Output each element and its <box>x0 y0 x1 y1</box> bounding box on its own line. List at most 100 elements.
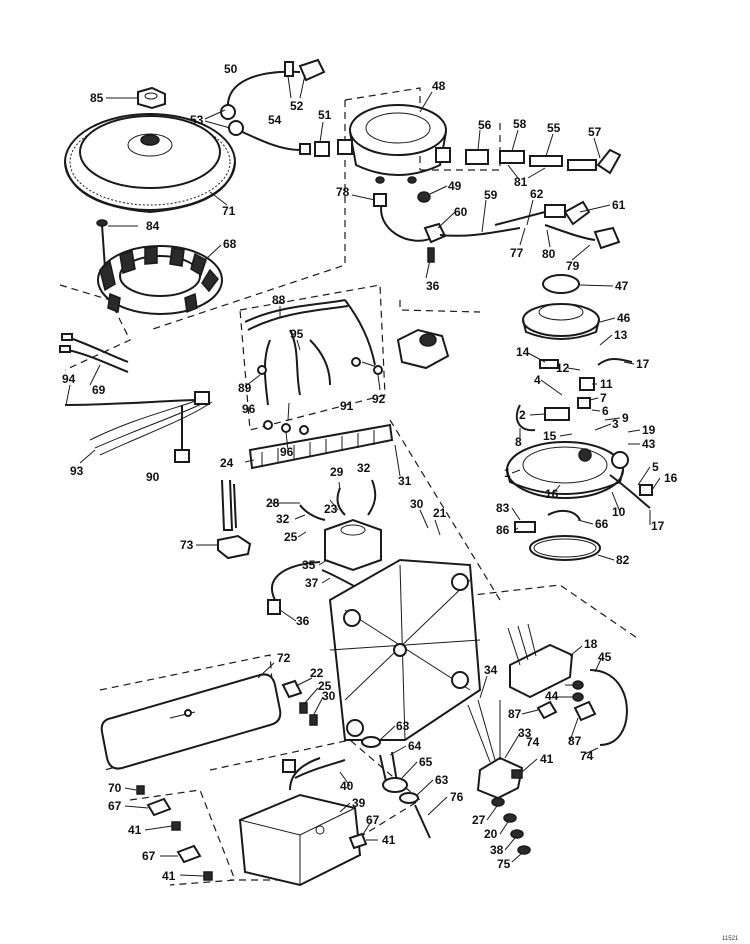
lead-bundle <box>244 299 383 435</box>
callout-16b: 16 <box>545 487 559 501</box>
callout-88: 88 <box>272 293 286 307</box>
callout-72: 72 <box>277 651 291 665</box>
protective-cover <box>100 673 282 770</box>
callout-80: 80 <box>542 247 556 261</box>
callout-30: 30 <box>410 497 424 511</box>
callout-9: 9 <box>622 411 629 425</box>
callout-63: 63 <box>396 719 410 733</box>
callout-6: 6 <box>602 404 609 418</box>
switch-box <box>507 623 628 746</box>
callout-53: 53 <box>190 113 204 127</box>
callout-96b: 96 <box>280 445 294 459</box>
callout-56: 56 <box>478 118 492 132</box>
callout-46: 46 <box>617 311 631 325</box>
plug-lead-lower <box>228 120 330 157</box>
callout-34: 34 <box>484 663 498 677</box>
callout-49: 49 <box>448 179 462 193</box>
callout-32b: 32 <box>276 512 290 526</box>
callout-59: 59 <box>484 188 498 202</box>
callout-33: 33 <box>518 726 532 740</box>
callout-30b: 30 <box>322 689 336 703</box>
spark-plug-lead-73 <box>217 479 252 560</box>
callout-74b: 74 <box>580 749 594 763</box>
callout-67: 67 <box>108 799 122 813</box>
callout-71: 71 <box>222 204 236 218</box>
distributor-housing <box>337 104 451 184</box>
callout-67c: 67 <box>366 813 380 827</box>
callout-74: 74 <box>526 735 540 749</box>
callout-29: 29 <box>330 465 344 479</box>
callout-73: 73 <box>180 538 194 552</box>
spark-plug-boot-set-upper <box>465 148 622 175</box>
callout-83: 83 <box>496 501 510 515</box>
callout-12: 12 <box>556 361 570 375</box>
callout-13: 13 <box>614 328 628 342</box>
callout-18: 18 <box>584 637 598 651</box>
callout-8: 8 <box>515 435 522 449</box>
corner-code: 11521 <box>722 936 739 942</box>
callout-89: 89 <box>238 381 252 395</box>
callout-95: 95 <box>290 327 304 341</box>
callout-96: 96 <box>242 402 256 416</box>
callout-90: 90 <box>146 470 160 484</box>
callout-64: 64 <box>408 739 422 753</box>
stator-leads <box>59 333 129 373</box>
callout-85: 85 <box>90 91 104 105</box>
callout-47: 47 <box>615 279 629 293</box>
callout-4: 4 <box>534 373 541 387</box>
callout-25b: 25 <box>318 679 332 693</box>
callout-52: 52 <box>290 99 304 113</box>
callout-25: 25 <box>284 530 298 544</box>
ignition-coil <box>299 479 382 572</box>
callout-67b: 67 <box>142 849 156 863</box>
callout-54: 54 <box>268 113 282 127</box>
callout-1: 1 <box>504 466 511 480</box>
callout-35: 35 <box>302 558 316 572</box>
callout-93: 93 <box>70 464 84 478</box>
callout-41: 41 <box>128 823 142 837</box>
callout-41c: 41 <box>382 833 396 847</box>
timer-base <box>506 358 653 509</box>
callout-48: 48 <box>432 79 446 93</box>
callout-55: 55 <box>547 121 561 135</box>
callout-38: 38 <box>490 843 504 857</box>
callout-62: 62 <box>530 187 544 201</box>
callout-75: 75 <box>497 857 511 871</box>
washer-stack <box>491 797 531 855</box>
callout-32: 32 <box>357 461 371 475</box>
callout-11: 11 <box>600 377 613 391</box>
callout-14: 14 <box>516 345 530 359</box>
terminal-strip <box>248 423 394 470</box>
sensor-coil <box>467 699 524 800</box>
callout-7: 7 <box>600 391 607 405</box>
callout-66: 66 <box>595 517 609 531</box>
callout-37: 37 <box>305 576 319 590</box>
callout-68: 68 <box>223 237 237 251</box>
callout-40: 40 <box>340 779 354 793</box>
stator <box>97 245 223 315</box>
callout-81: 81 <box>514 175 528 189</box>
callout-92: 92 <box>372 392 386 406</box>
callout-28: 28 <box>266 496 280 510</box>
mounting-plate <box>328 558 482 741</box>
callout-61: 61 <box>612 198 626 212</box>
callout-3: 3 <box>612 417 619 431</box>
callout-2: 2 <box>519 408 526 422</box>
callout-50: 50 <box>224 62 238 76</box>
callout-94: 94 <box>62 372 76 386</box>
callout-27: 27 <box>472 813 486 827</box>
plug-lead-upper <box>220 58 326 120</box>
callout-65: 65 <box>419 755 433 769</box>
clip-hardware <box>281 679 318 726</box>
callout-60: 60 <box>454 205 468 219</box>
callout-17b: 17 <box>651 519 665 533</box>
flywheel-nut <box>137 86 166 110</box>
callout-5: 5 <box>652 460 659 474</box>
callout-36: 36 <box>296 614 310 628</box>
callout-87b: 87 <box>568 734 582 748</box>
callout-15: 15 <box>543 429 557 443</box>
callout-23: 23 <box>324 502 338 516</box>
callout-41b: 41 <box>162 869 176 883</box>
callout-58: 58 <box>513 117 527 131</box>
